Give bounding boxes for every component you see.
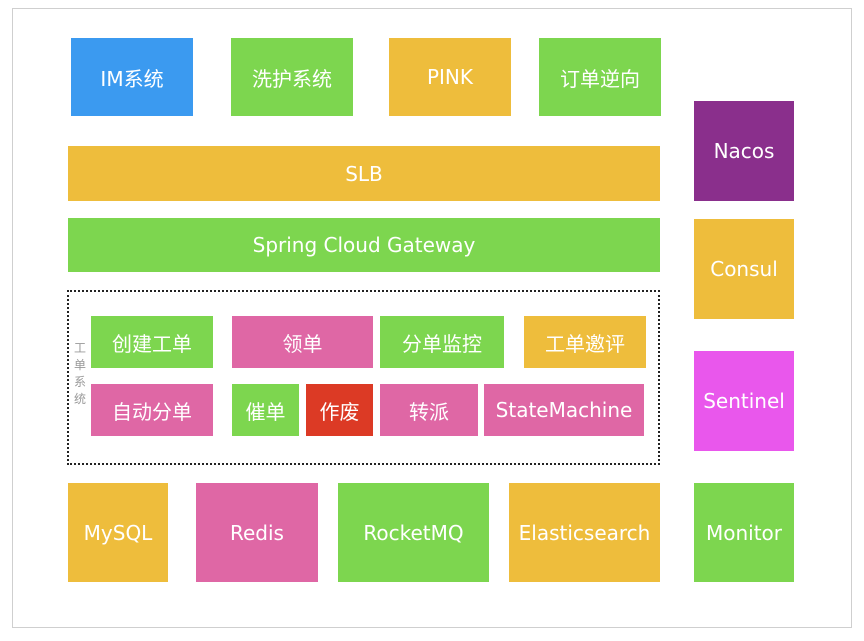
claim-ticket-box: 领单 bbox=[232, 316, 373, 368]
im-system-box: IM系统 bbox=[71, 38, 193, 116]
elasticsearch-box: Elasticsearch bbox=[509, 483, 660, 582]
gateway-bar: Spring Cloud Gateway bbox=[68, 218, 660, 272]
dispatch-monitor-box: 分单监控 bbox=[380, 316, 504, 368]
state-machine-box: StateMachine bbox=[484, 384, 644, 436]
laundry-system-box: 洗护系统 bbox=[231, 38, 353, 116]
diagram-frame bbox=[12, 8, 852, 628]
urge-box: 催单 bbox=[232, 384, 299, 436]
nacos-box: Nacos bbox=[694, 101, 794, 201]
sentinel-box: Sentinel bbox=[694, 351, 794, 451]
slb-bar: SLB bbox=[68, 146, 660, 201]
monitor-box: Monitor bbox=[694, 483, 794, 582]
ticket-system-group bbox=[67, 290, 660, 465]
create-ticket-box: 创建工单 bbox=[91, 316, 213, 368]
transfer-box: 转派 bbox=[380, 384, 478, 436]
order-reverse-box: 订单逆向 bbox=[539, 38, 661, 116]
auto-dispatch-box: 自动分单 bbox=[91, 384, 213, 436]
ticket-system-label: 工单系统 bbox=[73, 341, 86, 406]
redis-box: Redis bbox=[196, 483, 318, 582]
pink-box: PINK bbox=[389, 38, 511, 116]
consul-box: Consul bbox=[694, 219, 794, 319]
mysql-box: MySQL bbox=[68, 483, 168, 582]
void-box: 作废 bbox=[306, 384, 373, 436]
ticket-review-invite-box: 工单邀评 bbox=[524, 316, 646, 368]
rocketmq-box: RocketMQ bbox=[338, 483, 489, 582]
